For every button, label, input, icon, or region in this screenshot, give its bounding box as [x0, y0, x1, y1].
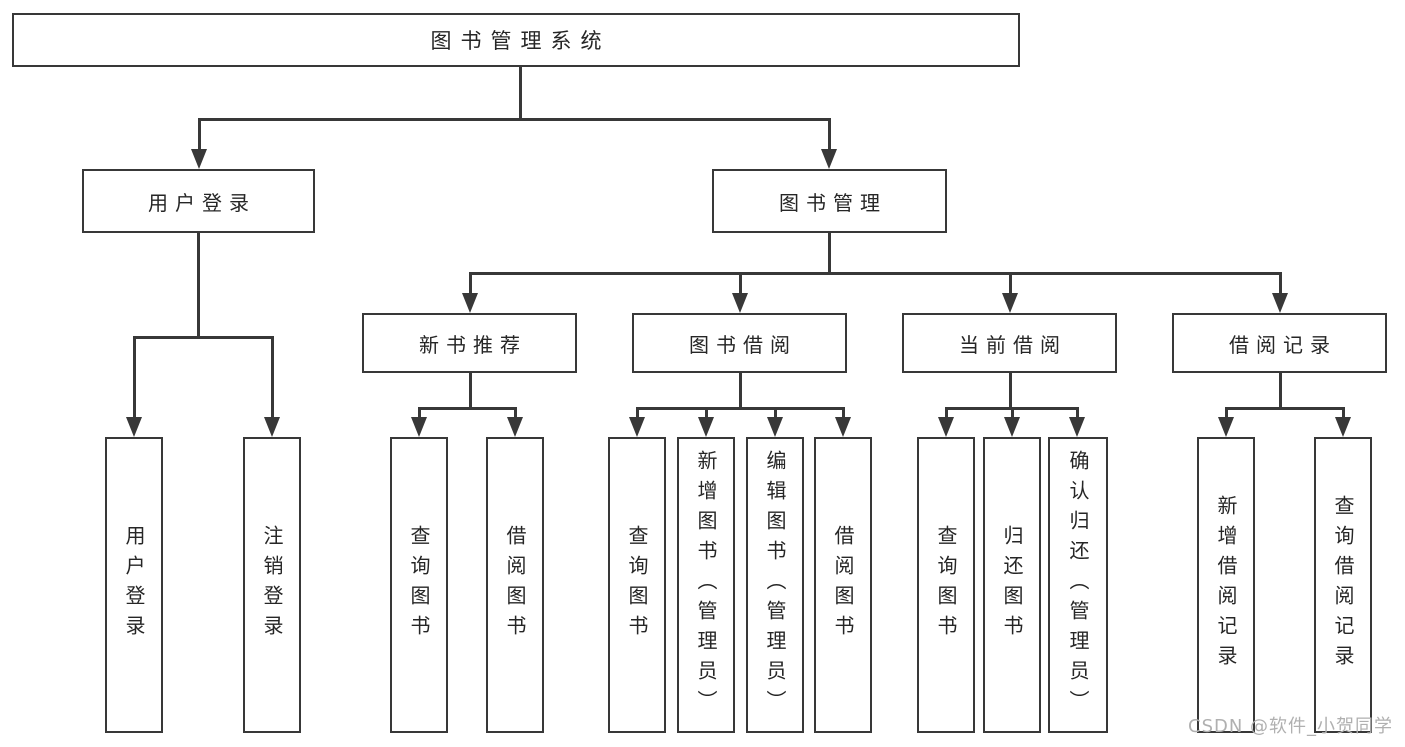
connector-drop: [1341, 407, 1345, 419]
leaf-confirm-return-admin: 确认归还（管理员）: [1048, 437, 1108, 733]
arrow-down-icon: [821, 149, 837, 169]
node-label: 借阅记录: [1229, 332, 1337, 357]
node-user-login: 用户登录: [82, 169, 315, 233]
node-label: 用户登录: [148, 190, 256, 215]
leaf-add-books-admin: 新增图书（管理员）: [677, 437, 735, 733]
connector-branch: [468, 272, 1282, 275]
connector-branch: [1224, 407, 1345, 410]
arrow-down-icon: [264, 417, 280, 437]
arrow-down-icon: [732, 293, 748, 313]
connector-drop: [704, 407, 708, 419]
connector-drop: [1010, 407, 1014, 419]
connector-drop: [773, 407, 777, 419]
connector-stem: [827, 233, 831, 275]
node-label: 当前借阅: [959, 332, 1067, 357]
leaf-query-books-borrow: 查询图书: [608, 437, 666, 733]
node-label: 查询图书: [625, 525, 649, 645]
leaf-logout: 注销登录: [243, 437, 301, 733]
connector-stem: [1008, 373, 1012, 410]
node-label: 新增借阅记录: [1214, 495, 1238, 675]
arrow-down-icon: [1272, 293, 1288, 313]
node-label: 查询图书: [934, 525, 958, 645]
connector-stem: [1278, 373, 1282, 410]
node-label: 新书推荐: [419, 332, 527, 357]
arrow-down-icon: [191, 149, 207, 169]
connector-drop: [1278, 272, 1282, 295]
arrow-down-icon: [698, 417, 714, 437]
connector-drop: [944, 407, 948, 419]
connector-branch: [635, 407, 845, 410]
leaf-query-borrow-record: 查询借阅记录: [1314, 437, 1372, 733]
connector-drop: [270, 336, 274, 419]
leaf-query-books-recommend: 查询图书: [390, 437, 448, 733]
node-new-book-recommend: 新书推荐: [362, 313, 577, 373]
connector-drop: [132, 336, 136, 419]
leaf-borrow-books: 借阅图书: [814, 437, 872, 733]
node-label: 新增图书（管理员）: [694, 450, 718, 720]
connector-branch: [417, 407, 517, 410]
leaf-query-books-current: 查询图书: [917, 437, 975, 733]
watermark: CSDN @软件_小贺同学: [1188, 716, 1394, 737]
node-label: 归还图书: [1000, 525, 1024, 645]
node-root: 图书管理系统: [12, 13, 1020, 67]
node-label: 查询借阅记录: [1331, 495, 1355, 675]
node-label: 图书管理系统: [430, 29, 611, 53]
arrow-down-icon: [1069, 417, 1085, 437]
arrow-down-icon: [1004, 417, 1020, 437]
connector-stem: [468, 373, 472, 410]
connector-stem: [738, 373, 742, 410]
leaf-borrow-books-recommend: 借阅图书: [486, 437, 544, 733]
node-label: 编辑图书（管理员）: [763, 450, 787, 720]
connector-branch: [132, 336, 274, 339]
node-label: 图书管理: [779, 190, 887, 215]
arrow-down-icon: [126, 417, 142, 437]
connector-branch: [197, 118, 831, 121]
connector-drop: [1008, 272, 1012, 295]
connector-drop: [197, 118, 201, 151]
node-label: 图书借阅: [689, 332, 797, 357]
node-label: 确认归还（管理员）: [1066, 450, 1090, 720]
node-label: 用户登录: [122, 525, 146, 645]
connector-drop: [841, 407, 845, 419]
connector-stem: [196, 233, 200, 339]
node-book-borrow: 图书借阅: [632, 313, 847, 373]
arrow-down-icon: [507, 417, 523, 437]
connector-drop: [738, 272, 742, 295]
arrow-down-icon: [767, 417, 783, 437]
connector-drop: [468, 272, 472, 295]
node-label: 注销登录: [260, 525, 284, 645]
node-book-management: 图书管理: [712, 169, 947, 233]
arrow-down-icon: [629, 417, 645, 437]
arrow-down-icon: [1002, 293, 1018, 313]
connector-drop: [635, 407, 639, 419]
leaf-add-borrow-record: 新增借阅记录: [1197, 437, 1255, 733]
arrow-down-icon: [835, 417, 851, 437]
node-current-borrow: 当前借阅: [902, 313, 1117, 373]
connector-stem: [518, 67, 522, 121]
arrow-down-icon: [1335, 417, 1351, 437]
connector-drop: [513, 407, 517, 419]
connector-drop: [1075, 407, 1079, 419]
leaf-user-login: 用户登录: [105, 437, 163, 733]
arrow-down-icon: [938, 417, 954, 437]
arrow-down-icon: [462, 293, 478, 313]
leaf-edit-books-admin: 编辑图书（管理员）: [746, 437, 804, 733]
node-label: 查询图书: [407, 525, 431, 645]
connector-drop: [827, 118, 831, 151]
leaf-return-books: 归还图书: [983, 437, 1041, 733]
connector-drop: [417, 407, 421, 419]
arrow-down-icon: [1218, 417, 1234, 437]
node-label: 借阅图书: [503, 525, 527, 645]
node-label: 借阅图书: [831, 525, 855, 645]
arrow-down-icon: [411, 417, 427, 437]
connector-drop: [1224, 407, 1228, 419]
node-borrow-records: 借阅记录: [1172, 313, 1387, 373]
